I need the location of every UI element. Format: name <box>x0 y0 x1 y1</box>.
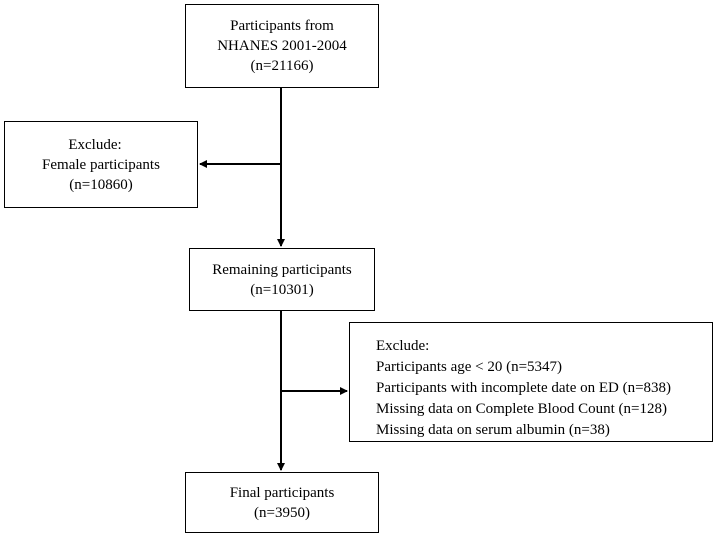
remaining-label: Remaining participants <box>212 261 352 278</box>
exclude-criteria-box: Exclude: Participants age < 20 (n=5347) … <box>349 322 713 442</box>
exclude-criteria-item: Missing data on Complete Blood Count (n=… <box>376 401 667 417</box>
final-box: Final participants (n=3950) <box>185 472 379 533</box>
remaining-box: Remaining participants (n=10301) <box>189 248 375 311</box>
exclude-female-heading: Exclude: <box>68 136 122 153</box>
exclude-female-count: (n=10860) <box>69 176 133 193</box>
exclude-female-label: Female participants <box>42 156 160 173</box>
final-label: Final participants <box>229 484 335 501</box>
exclude-criteria-item: Participants with incomplete date on ED … <box>376 380 672 396</box>
participants-line-1: Participants from <box>230 18 334 34</box>
exclude-criteria-item: Participants age < 20 (n=5347) <box>376 359 563 375</box>
exclude-female-box: Exclude: Female participants (n=10860) <box>4 121 198 208</box>
exclude-criteria-item: Missing data on serum albumin (n=38) <box>376 422 610 438</box>
remaining-count: (n=10301) <box>250 281 314 298</box>
final-count: (n=3950) <box>254 504 310 521</box>
participants-line-2: NHANES 2001-2004 <box>217 38 347 54</box>
exclude-criteria-heading: Exclude: <box>376 338 430 354</box>
participants-line-3: (n=21166) <box>250 58 314 74</box>
participants-box: Participants from NHANES 2001-2004 (n=21… <box>185 4 379 88</box>
